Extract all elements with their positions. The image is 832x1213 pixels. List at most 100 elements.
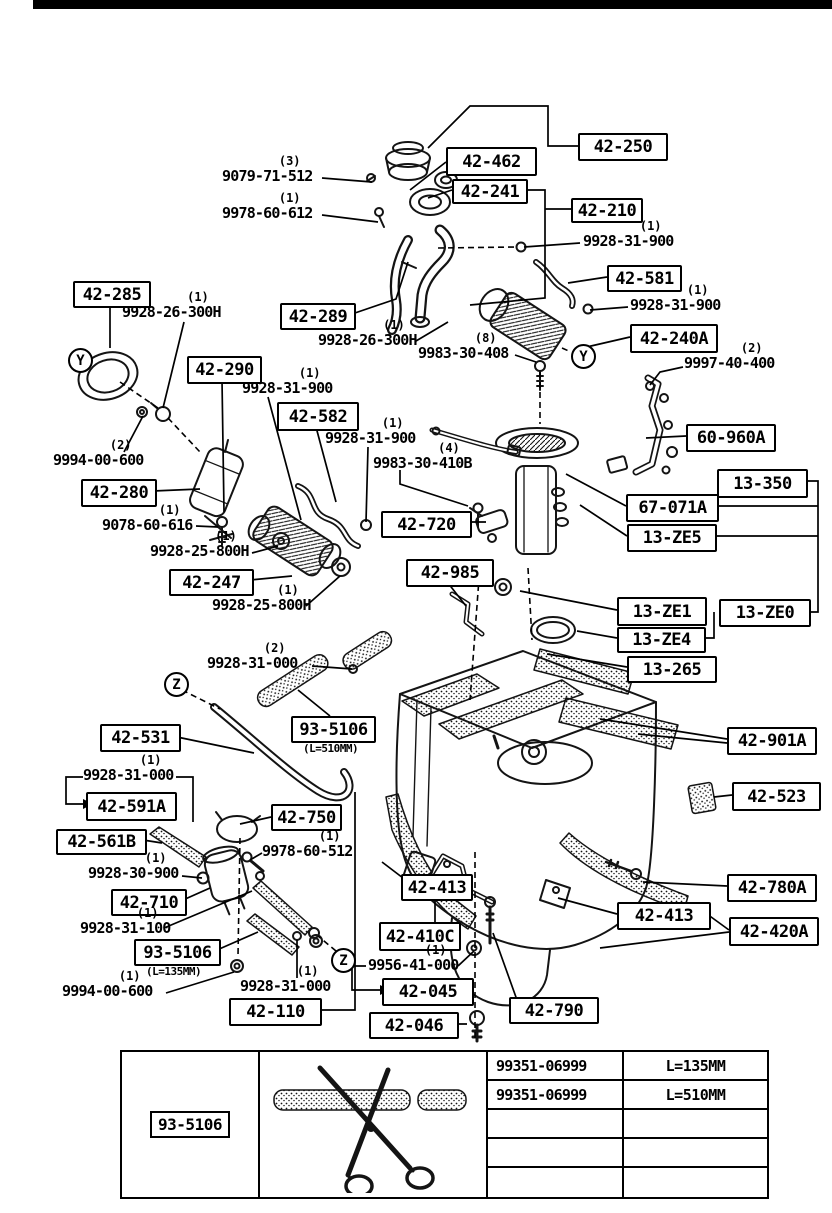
grommet xyxy=(494,578,512,596)
part-label-box: 42-582 xyxy=(277,402,359,431)
cut-length-table: 93-5106 99351-06999 L=1 xyxy=(120,1050,769,1199)
table-cell-length: L=510MM xyxy=(624,1081,767,1110)
part-label-box: 42-531 xyxy=(100,724,181,752)
part-label-box: 42-790 xyxy=(509,997,599,1024)
part-label-box: 42-591A xyxy=(86,792,177,821)
grommet xyxy=(309,934,323,948)
page-top-rule xyxy=(33,0,832,9)
part-label-box: 42-110 xyxy=(229,998,322,1026)
part-number-label: (1)9928-26-300H xyxy=(318,318,418,348)
part-label-box: 13-ZE0 xyxy=(719,599,811,627)
part-label-box: 93-5106 xyxy=(150,1111,230,1138)
part-number-text: 9928-31-000 xyxy=(240,977,331,995)
part-quantity: (1) xyxy=(187,290,209,304)
strap-bolt xyxy=(469,1010,485,1043)
part-quantity: (1) xyxy=(383,318,405,332)
seal-nut xyxy=(136,406,148,418)
part-label-box: 93-5106 xyxy=(291,716,376,743)
check-valve xyxy=(469,507,509,543)
table-cell-length xyxy=(624,1168,767,1197)
part-label-box: 93-5106 xyxy=(134,939,221,966)
part-label-box: 42-561B xyxy=(56,829,147,855)
part-quantity: (1) xyxy=(118,969,141,983)
part-label-box: 42-750 xyxy=(271,804,342,831)
part-label-box: 42-413 xyxy=(617,902,711,930)
tank-strap-left xyxy=(385,793,477,930)
part-label-box: 42-523 xyxy=(732,782,821,811)
part-number-label: (1)9928-30-900 xyxy=(88,852,179,881)
part-quantity: (1) xyxy=(296,964,319,978)
part-number-text: 9928-25-800H xyxy=(150,542,250,560)
part-number-label: (1)9078-60-616 xyxy=(102,504,193,533)
part-quantity: (1) xyxy=(215,529,237,543)
part-label-box: 42-581 xyxy=(607,265,682,292)
part-quantity: (1) xyxy=(278,191,301,205)
hose-clamp xyxy=(331,557,351,577)
table-illustration-cell xyxy=(260,1052,488,1198)
part-number-label: (1)9928-31-000 xyxy=(83,754,174,783)
insulator-pad xyxy=(558,697,679,750)
part-number-label: (1)9978-60-512 xyxy=(262,830,353,859)
hose-cutting-illustration xyxy=(273,1065,467,1198)
part-label-box: 42-985 xyxy=(406,559,494,587)
part-label-box: 42-720 xyxy=(381,511,472,538)
part-label-box: 42-413 xyxy=(401,874,473,901)
filler-seal-ring xyxy=(77,351,139,401)
part-quantity: (2) xyxy=(109,438,132,452)
dashed-leader-lines xyxy=(119,246,572,1038)
hose-piece xyxy=(417,1089,467,1111)
part-label-box: 42-250 xyxy=(578,133,668,161)
part-number-label: (1)9928-25-800H xyxy=(150,529,250,560)
part-label-box: 42-462 xyxy=(446,147,537,176)
fuel-filter-pump xyxy=(202,845,250,916)
part-quantity: (1) xyxy=(144,851,167,865)
ref-letter-circle: Y xyxy=(571,344,596,369)
strap-bolt-right xyxy=(604,858,642,880)
length-note: (L=510MM) xyxy=(303,742,359,755)
filler-gasket xyxy=(409,188,451,216)
cut-hose-piece xyxy=(256,630,393,708)
part-label-box: 42-420A xyxy=(729,917,819,946)
part-number-label: (2)9994-00-600 xyxy=(53,439,144,468)
hose-clamp-band xyxy=(215,811,261,843)
part-number-text: 9928-30-900 xyxy=(88,864,179,882)
part-quantity: (1) xyxy=(639,219,662,233)
protector-pad xyxy=(687,781,717,815)
ref-letter-circle: Z xyxy=(164,672,189,697)
table-cell-length xyxy=(624,1139,767,1168)
part-number-label: (1)9928-26-300H xyxy=(122,290,222,321)
part-label-box: 42-780A xyxy=(727,874,817,902)
part-label-box: 42-046 xyxy=(369,1012,459,1039)
part-label-box: 42-247 xyxy=(169,569,254,596)
filler-cap xyxy=(385,141,431,181)
breather-bracket-pipe xyxy=(387,235,417,335)
sender-gasket xyxy=(530,616,576,644)
part-quantity: (1) xyxy=(686,283,709,297)
insulator-pad xyxy=(401,673,500,717)
part-number-label: (1)9928-31-900 xyxy=(630,284,721,313)
part-label-box: 42-240A xyxy=(630,324,718,353)
part-label-box: 42-241 xyxy=(452,179,528,204)
part-label-box: 42-210 xyxy=(571,198,643,223)
part-label-box: 42-410C xyxy=(379,922,461,951)
insulator-pad xyxy=(533,648,635,695)
part-number-label: (1)9928-31-900 xyxy=(242,367,333,396)
part-number-text: 9928-26-300H xyxy=(122,303,222,321)
part-number-text: 9928-31-900 xyxy=(242,379,333,397)
part-number-label: (3)9079-71-512 xyxy=(222,155,313,184)
strap-j-bolt xyxy=(484,896,496,945)
part-number-text: 9978-60-512 xyxy=(262,842,353,860)
part-quantity: (1) xyxy=(298,366,321,380)
part-label-box: 67-071A xyxy=(626,494,719,522)
strap-washer xyxy=(466,940,482,956)
filler-support-bracket xyxy=(606,374,678,476)
part-number-label: (1)9928-31-000 xyxy=(240,965,331,994)
cap-screws xyxy=(366,173,385,228)
part-number-text: 9928-31-000 xyxy=(83,766,174,784)
part-number-text: 9928-31-900 xyxy=(325,429,416,447)
part-number-label: (2)9928-31-000 xyxy=(207,642,298,671)
part-label-box: 42-280 xyxy=(81,479,157,507)
part-number-label: (1)9994-00-600 xyxy=(62,970,153,999)
part-label-box: 42-710 xyxy=(111,889,187,916)
part-quantity: (1) xyxy=(277,583,299,597)
